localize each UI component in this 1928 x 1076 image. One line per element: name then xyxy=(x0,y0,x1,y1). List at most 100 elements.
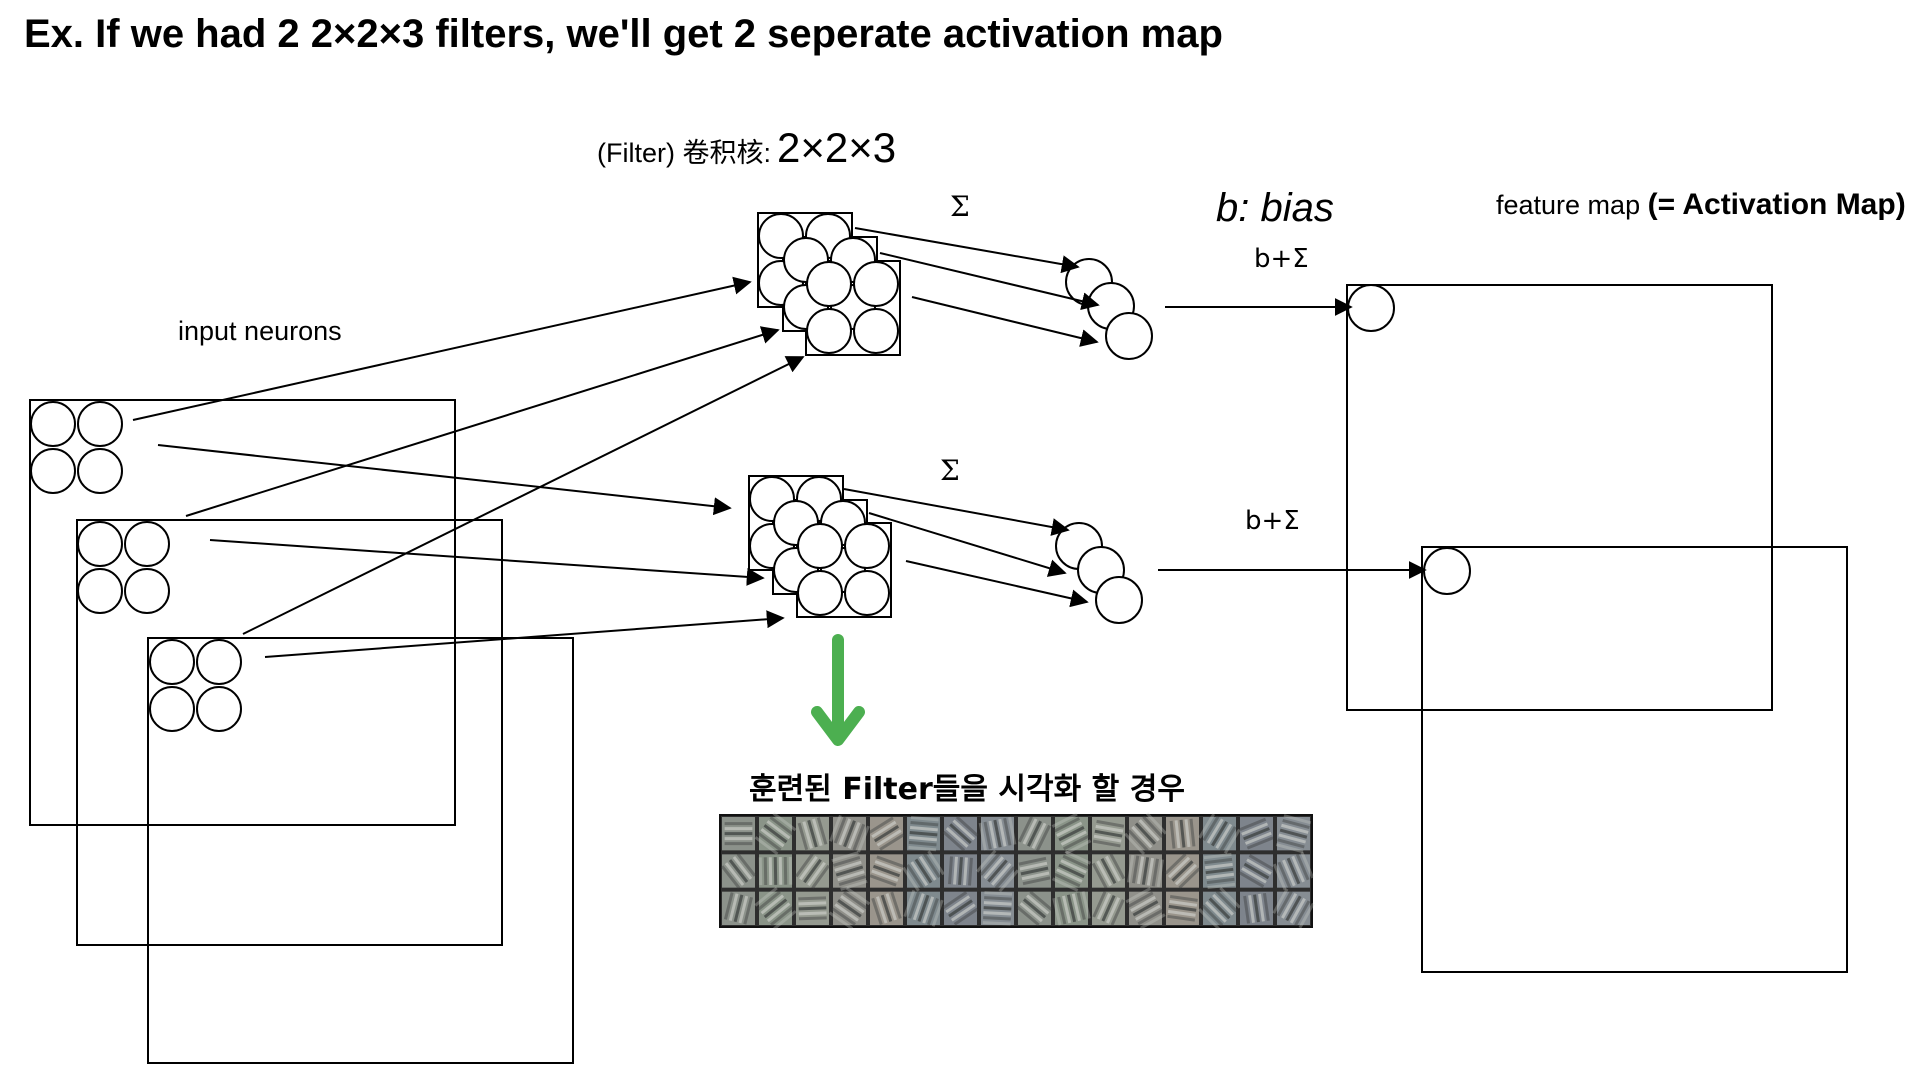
input-neuron xyxy=(149,639,195,685)
feature-map-text: feature map xyxy=(1496,190,1641,220)
filter-neuron xyxy=(853,308,899,354)
filter-tile xyxy=(1275,814,1312,854)
input-layer-3 xyxy=(147,637,574,1064)
filter-tile xyxy=(1198,813,1241,855)
bias-sum-label-top: b+Σ xyxy=(1254,244,1309,274)
filter-tile xyxy=(942,891,979,926)
filter-tile xyxy=(828,886,871,930)
bias-label: b: bias xyxy=(1216,186,1334,230)
filter-tile xyxy=(868,816,905,851)
filter-tile xyxy=(722,817,755,851)
filter-tile xyxy=(903,889,944,927)
filter-top-neurons xyxy=(758,213,899,354)
filter-tile xyxy=(1123,812,1168,856)
filter-tile xyxy=(1016,890,1053,927)
trained-filters-grid xyxy=(719,812,1315,930)
filter-tile xyxy=(1203,852,1236,890)
trained-filters-caption: 훈련된 Filter들을 시각화 할 경우 xyxy=(749,772,1185,807)
filter-tile xyxy=(1125,887,1166,930)
feature-map-1 xyxy=(1346,284,1773,711)
filter-tile xyxy=(829,814,870,853)
bias-sum-label-bottom: b+Σ xyxy=(1245,506,1300,536)
filter-tile xyxy=(1166,817,1199,851)
connection-arrows xyxy=(132,227,1427,658)
filter-bottom-neurons xyxy=(749,476,890,616)
activation-map-note: (= Activation Map) xyxy=(1647,188,1906,221)
feature-map-1-neuron xyxy=(1347,284,1395,332)
filter-tile xyxy=(1018,816,1051,852)
filter-neuron xyxy=(853,261,899,307)
filter-tile xyxy=(1051,812,1092,855)
input-neuron xyxy=(196,639,242,685)
filter-tile xyxy=(907,816,940,852)
filter-neuron xyxy=(797,523,843,569)
filter-tile xyxy=(754,812,797,856)
filter-tile xyxy=(1051,850,1092,892)
input-layer-1 xyxy=(29,399,456,826)
input-neuron xyxy=(124,568,170,614)
filter-tile xyxy=(831,851,868,891)
filter-neuron xyxy=(806,308,852,354)
filter-neuron xyxy=(797,570,843,616)
filter-tile xyxy=(1198,886,1241,930)
sigma-label-top: Σ xyxy=(950,190,970,223)
filter-tile xyxy=(1272,888,1315,929)
filter-tile xyxy=(1272,851,1315,891)
input-layer-2 xyxy=(76,519,503,946)
filter-neuron xyxy=(844,570,890,616)
filter-tile xyxy=(1018,854,1051,888)
feature-map-2-neuron xyxy=(1423,547,1471,595)
filter-tile xyxy=(975,849,1020,893)
filter-neuron xyxy=(844,523,890,569)
input-neuron xyxy=(77,401,123,447)
feature-map-label: feature map (= Activation Map) xyxy=(1496,188,1906,222)
input-neuron xyxy=(149,686,195,732)
sum-neurons-bottom xyxy=(1055,522,1143,624)
filter-tile xyxy=(758,854,793,888)
feature-map-2 xyxy=(1421,546,1848,973)
filter-label-prefix: (Filter) 卷积核: xyxy=(597,138,771,168)
filter-tile xyxy=(981,891,1014,926)
filter-tile xyxy=(1166,891,1199,925)
filter-tile xyxy=(1239,817,1274,851)
filter-neuron xyxy=(806,261,852,307)
feature-maps xyxy=(1346,284,1848,973)
input-neuron xyxy=(77,568,123,614)
input-neuron xyxy=(30,448,76,494)
sigma-label-bottom: Σ xyxy=(940,454,960,487)
filter-tile xyxy=(1092,890,1125,926)
input-neuron xyxy=(77,521,123,567)
filter-tile xyxy=(1164,853,1201,889)
input-neuron xyxy=(196,686,242,732)
filter-tile xyxy=(1127,854,1164,888)
filter-tile xyxy=(795,853,830,889)
input-neuron-groups xyxy=(30,401,242,732)
filter-tile xyxy=(1052,891,1091,926)
filter-tile xyxy=(1091,853,1126,889)
filter-tile xyxy=(720,852,757,890)
input-neurons-label: input neurons xyxy=(178,316,342,346)
filter-tile xyxy=(1240,891,1273,925)
filter-tile xyxy=(754,886,797,930)
filter-label-size: 2×2×3 xyxy=(776,124,897,171)
filter-tile xyxy=(942,815,979,852)
filter-tile xyxy=(722,891,755,925)
input-neuron xyxy=(30,401,76,447)
feature-map-neurons xyxy=(1347,284,1471,595)
slide-title: Ex. If we had 2 2×2×3 filters, we'll get… xyxy=(24,12,1223,56)
down-arrow xyxy=(811,634,865,746)
input-layers xyxy=(29,399,574,1064)
filter-label: (Filter) 卷积核:2×2×3 xyxy=(597,124,896,172)
filter-tile xyxy=(869,854,904,888)
filter-tile xyxy=(1238,854,1275,888)
sum-neurons-top xyxy=(1065,258,1153,360)
filter-tile xyxy=(902,850,945,892)
filter-tile xyxy=(796,891,829,925)
input-neuron xyxy=(124,521,170,567)
filter-tile xyxy=(1092,817,1125,851)
filter-tile xyxy=(978,816,1017,851)
filter-tile xyxy=(796,817,829,851)
filter-tile xyxy=(870,891,903,926)
